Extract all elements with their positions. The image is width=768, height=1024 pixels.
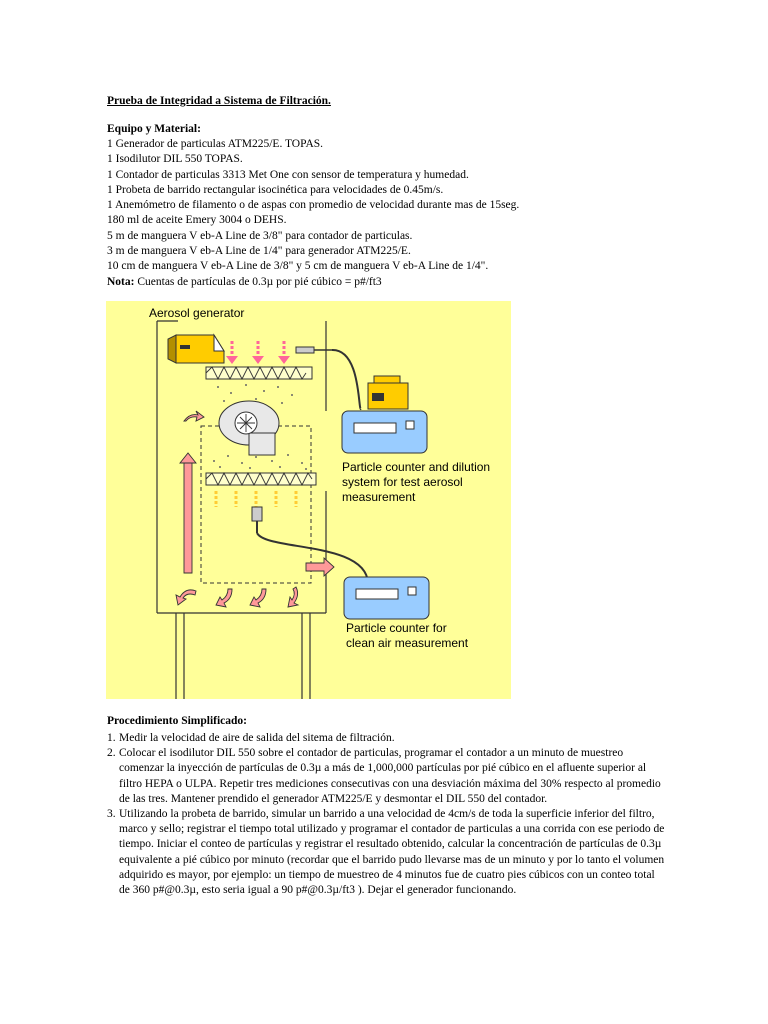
equipment-heading: Equipo y Material: [107, 123, 201, 135]
step-number: 1. [107, 732, 116, 744]
aerosol-generator-label: Aerosol generator [149, 306, 244, 320]
clean-air-counter-label-line1: Particle counter for [346, 621, 447, 635]
procedure-step: 2.Colocar el isodilutor DIL 550 sobre el… [107, 746, 667, 807]
equipment-item: 1 Anemómetro de filamento o de aspas con… [107, 199, 520, 212]
aerosol-particles [213, 384, 307, 470]
equipment-note: Nota: Cuentas de partículas de 0.3µ por … [107, 275, 519, 290]
procedure-list: 1.Medir la velocidad de aire de salida d… [107, 731, 667, 898]
dilution-counter-label-line2: system for test aerosol [342, 475, 463, 489]
step-number: 3. [107, 808, 116, 821]
step-text: Utilizando la probeta de barrido, simula… [119, 808, 665, 897]
clean-air-downflow [214, 491, 298, 507]
dilution-particle-counter-icon [341, 375, 428, 454]
equipment-list: 1 Generador de particulas ATM225/E. TOPA… [107, 137, 519, 290]
equipment-item: 3 m de manguera V eb-A Line de 1/4" para… [107, 245, 411, 258]
step-text: Colocar el isodilutor DIL 550 sobre el c… [119, 747, 661, 805]
procedure-heading: Procedimiento Simplificado: [107, 715, 248, 727]
dilution-counter-label-line1: Particle counter and dilution [342, 460, 490, 474]
lower-hepa-filter [205, 471, 317, 487]
hose-to-clean-air-counter [256, 532, 369, 584]
aerosol-generator-icon [167, 333, 225, 364]
equipment-item: 1 Generador de particulas ATM225/E. TOPA… [107, 138, 324, 150]
procedure-step: 1.Medir la velocidad de aire de salida d… [107, 731, 667, 746]
note-label: Nota: [107, 275, 135, 288]
equipment-item: 1 Probeta de barrido rectangular isociné… [107, 183, 444, 196]
filtration-test-diagram: Aerosol generator Particle counter and d… [106, 301, 511, 699]
hose-to-dilution-counter [331, 348, 362, 411]
work-zone-outline [200, 425, 312, 584]
step-text: Medir la velocidad de aire de salida del… [119, 732, 395, 744]
blower-fan-icon [218, 400, 280, 456]
document-title: Prueba de Integridad a Sistema de Filtra… [107, 95, 331, 107]
equipment-item: 5 m de manguera V eb-A Line de 3/8" para… [107, 229, 413, 242]
clean-air-counter-label-line2: clean air measurement [346, 636, 469, 650]
equipment-item: 1 Isodilutor DIL 550 TOPAS. [107, 153, 243, 166]
note-text: Cuentas de partículas de 0.3µ por pié cú… [134, 275, 382, 288]
equipment-item: 1 Contador de particulas 3313 Met One co… [107, 168, 469, 181]
procedure-step: 3.Utilizando la probeta de barrido, simu… [107, 807, 667, 898]
step-number: 2. [107, 747, 116, 760]
equipment-item: 180 ml de aceite Emery 3004 o DEHS. [107, 214, 287, 227]
dilution-counter-label-line3: measurement [342, 490, 416, 504]
scanning-probe [251, 506, 263, 533]
equipment-item: 10 cm de manguera V eb-A Line de 3/8" y … [107, 260, 489, 273]
injection-nozzle [295, 346, 332, 354]
inflow-arrows [226, 341, 290, 364]
top-hepa-filter [205, 365, 313, 381]
airflow-arrows [175, 410, 335, 608]
clean-air-particle-counter-icon [343, 576, 430, 620]
